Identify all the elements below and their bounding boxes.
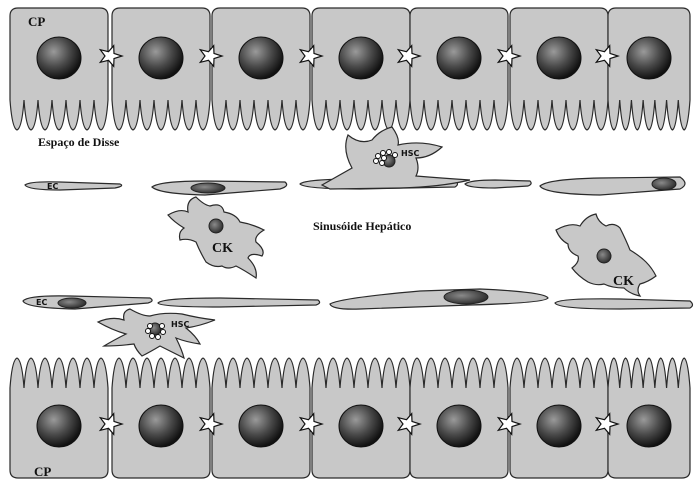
- hepatocyte-nucleus: [537, 37, 581, 79]
- hepatocyte-nucleus: [139, 37, 183, 79]
- ec-label-bottom: EC: [36, 298, 47, 307]
- endothelial-cell: [158, 298, 320, 307]
- hepatocyte-nucleus: [437, 37, 481, 79]
- endothelial-nucleus: [191, 183, 225, 193]
- endothelial-cell: [555, 299, 693, 309]
- ck-label-left: CK: [212, 241, 233, 256]
- endothelial-cell: [25, 182, 122, 190]
- hsc-label-top: HSC: [401, 149, 419, 158]
- endothelial-nucleus: [652, 178, 676, 190]
- hepatocyte-nucleus: [37, 37, 81, 79]
- endothelial-cell: [330, 289, 548, 309]
- hepatocyte-row-top: [10, 8, 690, 130]
- sinusoid-label: Sinusóide Hepático: [313, 219, 411, 233]
- endothelial-nucleus: [58, 298, 86, 308]
- hsc-body: [322, 127, 470, 189]
- hepatocyte-nucleus: [239, 37, 283, 79]
- hepatic-stellate-cell-bottom: HSC: [98, 309, 215, 358]
- cp-label-top: CP: [28, 14, 45, 29]
- hepatocyte-nucleus: [627, 37, 671, 79]
- hsc-label-bottom: HSC: [171, 320, 189, 329]
- ck-label-right: CK: [613, 274, 634, 289]
- hepatocyte-nucleus: [339, 405, 383, 447]
- ec-label-top: EC: [47, 182, 58, 191]
- hepatocyte-nucleus: [437, 405, 481, 447]
- endothelial-cell: [465, 180, 531, 188]
- hepatocyte-nucleus: [627, 405, 671, 447]
- kupffer-body: [168, 197, 264, 278]
- endothelial-nucleus: [444, 290, 488, 304]
- kupffer-nucleus: [209, 219, 223, 233]
- hepatocyte-nucleus: [537, 405, 581, 447]
- endothelial-layer-bottom: EC: [23, 289, 693, 309]
- hepatocyte-nucleus: [339, 37, 383, 79]
- cp-label-bottom: CP: [34, 464, 51, 479]
- hepatic-stellate-cell-top: HSC: [322, 127, 470, 189]
- hepatocyte-nucleus: [139, 405, 183, 447]
- disse-space-label: Espaço de Disse: [38, 135, 120, 149]
- kupffer-cell-left: CK: [168, 197, 264, 278]
- hepatocyte-row-bottom: [10, 358, 690, 478]
- kupffer-cell-right: CK: [556, 214, 656, 296]
- kupffer-nucleus: [597, 249, 611, 263]
- hepatocyte-nucleus: [239, 405, 283, 447]
- hepatocyte-nucleus: [37, 405, 81, 447]
